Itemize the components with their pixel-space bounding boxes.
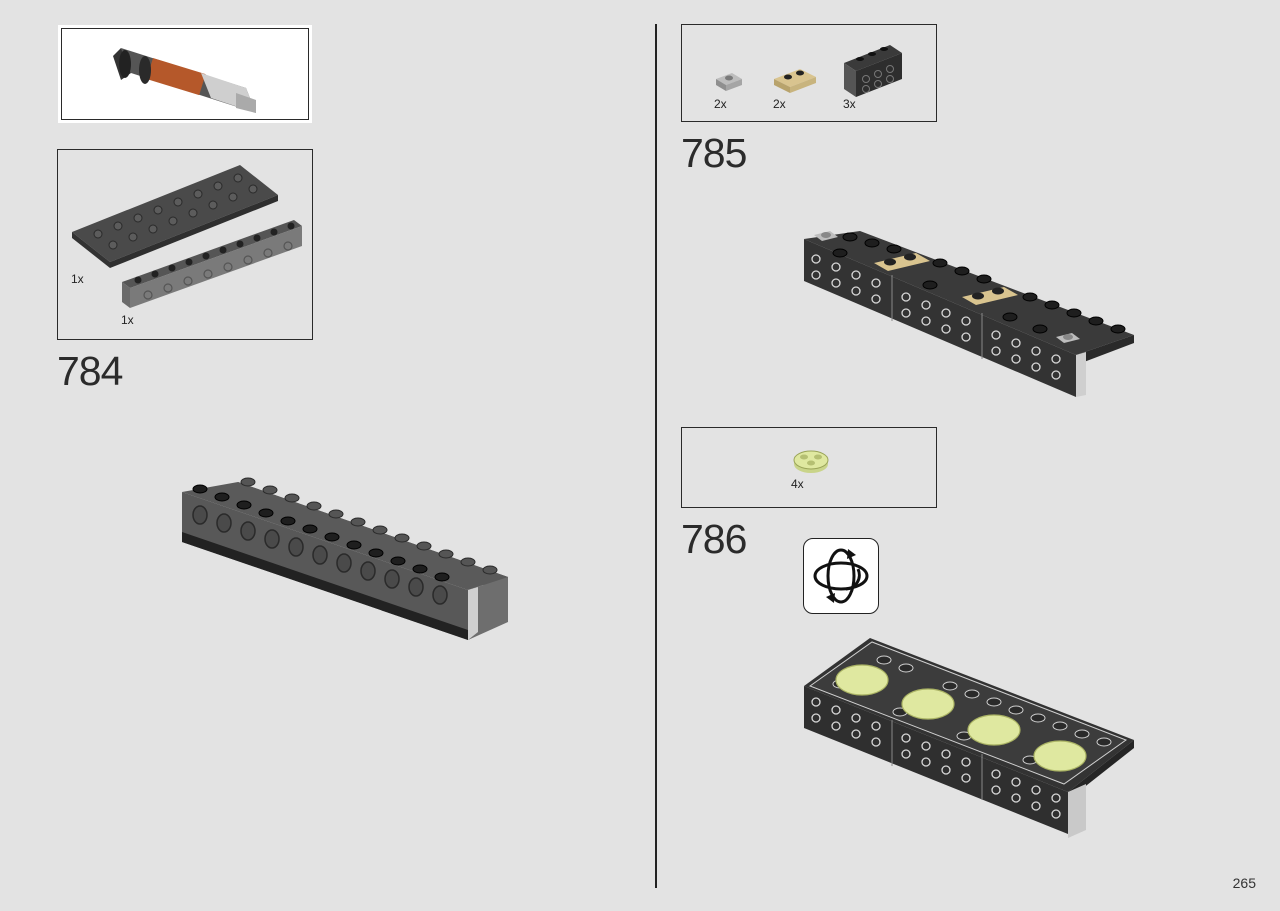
step-785-part-1-qty: 2x: [714, 97, 727, 111]
step-785-number: 785: [681, 130, 747, 176]
page-divider: [655, 24, 657, 888]
step-784-assembly-image: [182, 477, 508, 640]
tan-plate-icon: [774, 69, 816, 93]
step-784-number: 784: [57, 348, 123, 394]
rotate-icon: [813, 548, 869, 604]
subassembly-preview-box: [58, 25, 312, 123]
light-gray-tile-icon: [716, 73, 742, 91]
step-786-number: 786: [681, 516, 747, 562]
subassembly-preview-icon: [113, 48, 256, 113]
black-bracket-icon: [844, 45, 902, 97]
technic-brick-icon: [122, 220, 302, 308]
step-784-parts-box: [57, 149, 313, 340]
step-785-parts-box: [681, 24, 937, 122]
rotate-model-badge: [803, 538, 879, 614]
page-number: 265: [1232, 875, 1256, 891]
step-786-parts-box: [681, 427, 937, 508]
step-785-part-3-qty: 3x: [843, 97, 856, 111]
round-plate-icon: [793, 450, 829, 473]
step-784-part-2-qty: 1x: [121, 313, 134, 327]
step-785-part-2-qty: 2x: [773, 97, 786, 111]
step-785-assembly-image: [804, 231, 1134, 397]
step-786-part-1-qty: 4x: [791, 477, 804, 491]
plate-icon: [72, 165, 278, 268]
step-784-part-1-qty: 1x: [71, 272, 84, 286]
step-786-assembly-image: [804, 638, 1134, 838]
